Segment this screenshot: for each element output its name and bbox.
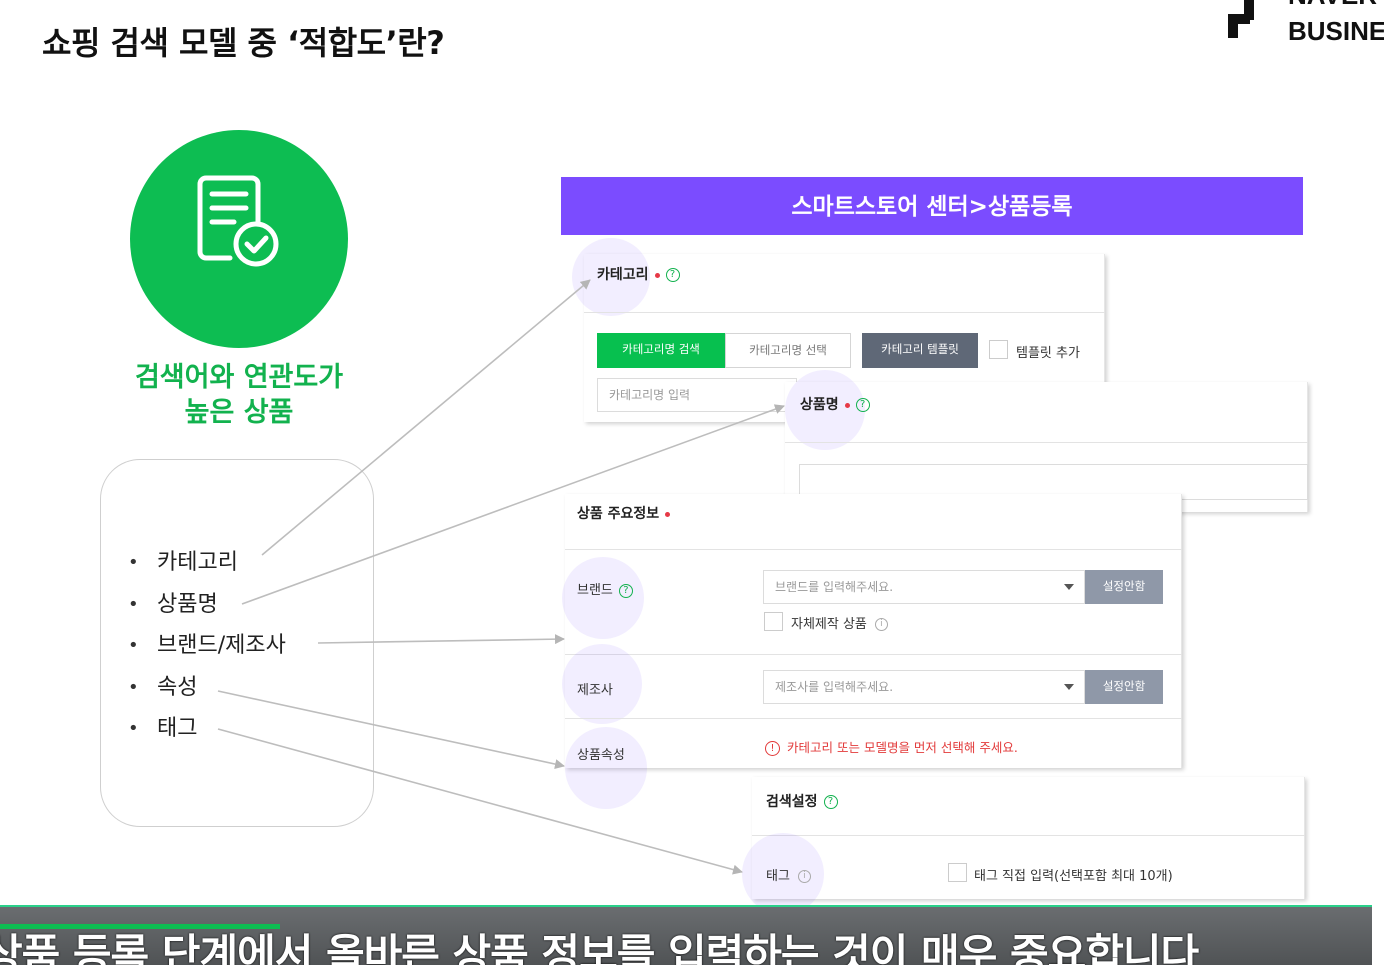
divider bbox=[584, 312, 1105, 313]
required-dot-icon bbox=[654, 272, 660, 278]
tag-label-text: 태그 bbox=[766, 869, 790, 884]
own-product-checkbox[interactable] bbox=[764, 612, 783, 631]
category-search-button[interactable]: 카테고리명 검색 bbox=[597, 333, 725, 368]
chevron-down-icon bbox=[1064, 584, 1074, 590]
list-item: 속성 bbox=[128, 670, 286, 712]
relevance-circle bbox=[130, 130, 348, 348]
divider bbox=[565, 549, 1182, 550]
info-icon[interactable]: i bbox=[797, 870, 811, 883]
main-info-label-text: 상품 주요정보 bbox=[577, 506, 660, 522]
caption-line2: 높은 상품 bbox=[184, 397, 294, 428]
info-icon[interactable]: i bbox=[874, 618, 888, 631]
help-icon[interactable]: ? bbox=[855, 398, 870, 412]
search-settings-label-text: 검색설정 bbox=[766, 794, 818, 810]
category-name-input[interactable]: 카테고리명 입력 bbox=[597, 378, 797, 412]
maker-label: 제조사 bbox=[577, 683, 613, 698]
logo-text-line1: NAVER bbox=[1288, 0, 1377, 11]
error-message-text: 카테고리 또는 모델명을 먼저 선택해 주세요. bbox=[787, 740, 1018, 755]
list-item: 브랜드/제조사 bbox=[128, 628, 286, 670]
logo-text-line2: BUSINE bbox=[1288, 16, 1384, 46]
category-error-message: ! 카테고리 또는 모델명을 먼저 선택해 주세요. bbox=[765, 737, 1018, 756]
help-icon[interactable]: ? bbox=[665, 268, 680, 282]
required-dot-icon bbox=[665, 511, 671, 517]
maker-highlight bbox=[562, 644, 642, 724]
own-product-label: 자체제작 상품 i bbox=[791, 613, 888, 632]
divider bbox=[752, 835, 1305, 836]
maker-placeholder: 제조사를 입력해주세요. bbox=[775, 680, 894, 694]
own-product-label-text: 자체제작 상품 bbox=[791, 617, 867, 632]
list-item: 카테고리 bbox=[128, 545, 286, 587]
main-info-label: 상품 주요정보 bbox=[577, 503, 671, 523]
divider bbox=[565, 654, 1182, 655]
category-select-button[interactable]: 카테고리명 선택 bbox=[725, 333, 851, 368]
tag-direct-input-label: 태그 직접 입력(선택포함 최대 10개) bbox=[974, 869, 1173, 884]
tag-label: 태그 i bbox=[766, 865, 811, 884]
help-icon[interactable]: ? bbox=[823, 795, 838, 809]
brand-highlight bbox=[562, 557, 644, 639]
maker-select[interactable]: 제조사를 입력해주세요. bbox=[763, 670, 1085, 704]
naver-business-logo: NAVER BUSINE bbox=[1228, 0, 1384, 46]
tag-direct-input-checkbox[interactable] bbox=[948, 863, 967, 882]
list-item: 태그 bbox=[128, 711, 286, 753]
brand-label-text: 브랜드 bbox=[577, 583, 613, 598]
subtitle-text: 상품 등록 단계에서 올바른 상품 정보를 입력하는 것이 매우 중요합니다 bbox=[0, 930, 1199, 965]
maker-unset-button[interactable]: 설정안함 bbox=[1085, 670, 1163, 704]
brand-placeholder: 브랜드를 입력해주세요. bbox=[775, 580, 894, 594]
brand-unset-button[interactable]: 설정안함 bbox=[1085, 570, 1163, 604]
alert-circle-icon: ! bbox=[765, 741, 780, 756]
factor-list: 카테고리 상품명 브랜드/제조사 속성 태그 bbox=[128, 545, 286, 753]
search-settings-label: 검색설정? bbox=[766, 791, 838, 811]
slide-title: 쇼핑 검색 모델 중 ‘적합도’란? bbox=[42, 24, 445, 62]
template-add-label: 템플릿 추가 bbox=[1016, 346, 1080, 361]
store-header: 스마트스토어 센터>상품등록 bbox=[561, 177, 1303, 235]
category-label: 카테고리? bbox=[597, 264, 680, 284]
product-name-label: 상품명? bbox=[800, 394, 870, 414]
relevance-caption: 검색어와 연관도가 높은 상품 bbox=[110, 360, 368, 430]
video-subtitle-bar: 상품 등록 단계에서 올바른 상품 정보를 입력하는 것이 매우 중요합니다 bbox=[0, 905, 1372, 965]
required-dot-icon bbox=[844, 402, 850, 408]
attribute-label: 상품속성 bbox=[577, 748, 625, 763]
divider bbox=[565, 718, 1182, 719]
caption-line1: 검색어와 연관도가 bbox=[134, 362, 344, 393]
list-item: 상품명 bbox=[128, 587, 286, 629]
template-add-checkbox[interactable] bbox=[989, 340, 1008, 359]
help-icon[interactable]: ? bbox=[618, 583, 633, 598]
brand-select[interactable]: 브랜드를 입력해주세요. bbox=[763, 570, 1085, 604]
product-name-highlight bbox=[785, 370, 865, 450]
naver-logo-mark-icon bbox=[1228, 0, 1258, 38]
product-name-card: 상품명? bbox=[785, 370, 1308, 512]
search-settings-card: 검색설정? 태그 i 태그 직접 입력(선택포함 최대 10개) bbox=[742, 777, 1305, 915]
attribute-highlight bbox=[565, 727, 647, 809]
video-progress-bar[interactable] bbox=[0, 924, 280, 929]
chevron-down-icon bbox=[1064, 684, 1074, 690]
document-check-icon bbox=[197, 175, 279, 267]
product-name-label-text: 상품명 bbox=[800, 397, 839, 413]
divider bbox=[785, 442, 1308, 443]
category-label-text: 카테고리 bbox=[597, 267, 649, 283]
category-template-button[interactable]: 카테고리 템플릿 bbox=[862, 333, 978, 368]
brand-label: 브랜드? bbox=[577, 579, 633, 598]
